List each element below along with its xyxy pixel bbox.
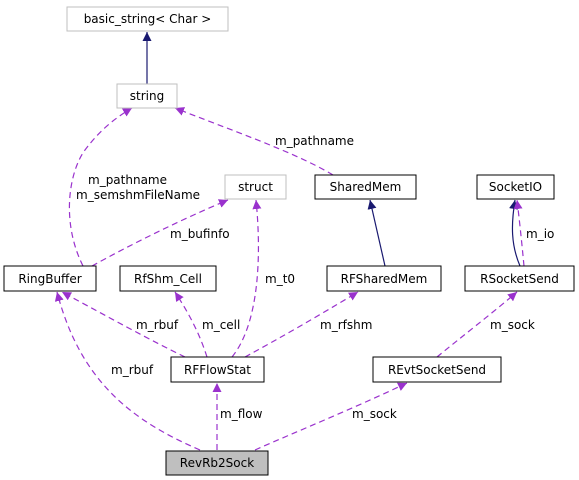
node-string-label: string bbox=[130, 89, 164, 103]
edge-label-rsocketsend-socketio: m_io bbox=[526, 227, 554, 241]
node-basic-string-label: basic_string< Char > bbox=[84, 12, 212, 26]
edges bbox=[54, 32, 525, 451]
edge-rsocketsend-to-socketio-usage bbox=[513, 199, 525, 267]
node-revrb2sock[interactable]: RevRb2Sock bbox=[165, 450, 269, 476]
node-revtsocketsend-label: REvtSocketSend bbox=[388, 363, 486, 377]
node-rfsharedmem[interactable]: RFSharedMem bbox=[326, 265, 442, 292]
node-rfflowstat[interactable]: RFFlowStat bbox=[170, 356, 265, 383]
node-ringbuffer[interactable]: RingBuffer bbox=[3, 265, 97, 292]
node-rfshm-cell-label: RfShm_Cell bbox=[134, 272, 202, 286]
edge-rfflowstat-to-ringbuffer bbox=[61, 291, 186, 358]
edge-sharedmem-to-string bbox=[174, 107, 334, 176]
edge-labels: m_pathname m_pathname m_semshmFileName m… bbox=[76, 134, 554, 421]
edge-rfflowstat-to-rfshm-cell bbox=[174, 291, 208, 358]
edge-label-rfflowstat-ringbuffer: m_rbuf bbox=[136, 318, 179, 332]
edge-rsocketsend-to-socketio bbox=[509, 199, 521, 267]
node-rsocketsend-label: RSocketSend bbox=[480, 272, 559, 286]
edge-label-revrb2sock-ringbuffer: m_rbuf bbox=[111, 363, 154, 377]
node-rfshm-cell[interactable]: RfShm_Cell bbox=[119, 265, 217, 292]
edge-label-ringbuffer-struct: m_bufinfo bbox=[170, 227, 230, 241]
node-socketio[interactable]: SocketIO bbox=[476, 174, 555, 200]
edge-label-rfflowstat-rfsharedmem: m_rfshm bbox=[320, 318, 372, 332]
node-struct[interactable]: struct bbox=[224, 174, 287, 200]
edge-label-sharedmem-string: m_pathname bbox=[275, 134, 354, 148]
edge-revrb2sock-to-revtsocketsend bbox=[254, 382, 408, 451]
edge-label-revtsocketsend-rsocketsend: m_sock bbox=[490, 318, 535, 332]
edge-rfsharedmem-to-sharedmem bbox=[367, 199, 386, 267]
node-revrb2sock-label: RevRb2Sock bbox=[180, 456, 254, 470]
nodes: basic_string< Char > string struct Share… bbox=[3, 6, 575, 476]
edge-label-ringbuffer-string-2: m_semshmFileName bbox=[76, 188, 200, 202]
node-rfflowstat-label: RFFlowStat bbox=[184, 363, 251, 377]
edge-rfflowstat-to-struct bbox=[231, 199, 262, 358]
edge-revtsocketsend-to-rsocketsend bbox=[436, 291, 518, 358]
edge-label-rfflowstat-struct: m_t0 bbox=[265, 272, 295, 286]
edge-label-revrb2sock-revtsocketsend: m_sock bbox=[352, 407, 397, 421]
node-socketio-label: SocketIO bbox=[489, 180, 542, 194]
edge-ringbuffer-to-string bbox=[68, 107, 133, 267]
edge-rfflowstat-to-rfsharedmem bbox=[244, 291, 359, 358]
edge-label-revrb2sock-rfflowstat: m_flow bbox=[220, 407, 263, 421]
node-ringbuffer-label: RingBuffer bbox=[18, 272, 81, 286]
node-rsocketsend[interactable]: RSocketSend bbox=[464, 265, 575, 292]
node-sharedmem-label: SharedMem bbox=[330, 180, 402, 194]
node-revtsocketsend[interactable]: REvtSocketSend bbox=[372, 356, 502, 383]
edge-label-rfflowstat-rfshm-cell: m_cell bbox=[202, 318, 240, 332]
node-basic-string[interactable]: basic_string< Char > bbox=[66, 6, 229, 32]
edge-label-ringbuffer-string-1: m_pathname bbox=[88, 173, 167, 187]
node-sharedmem[interactable]: SharedMem bbox=[314, 174, 417, 200]
node-string[interactable]: string bbox=[116, 83, 178, 109]
edge-ringbuffer-to-struct bbox=[91, 199, 229, 267]
node-rfsharedmem-label: RFSharedMem bbox=[341, 272, 428, 286]
node-struct-label: struct bbox=[238, 180, 273, 194]
